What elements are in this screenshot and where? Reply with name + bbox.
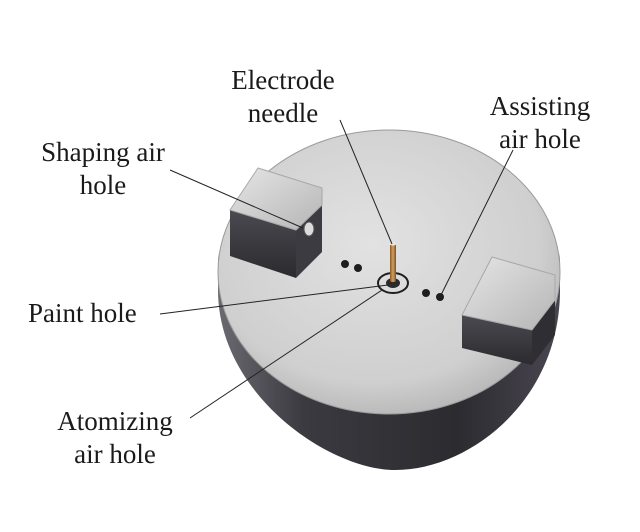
label-line: Paint hole (28, 298, 137, 328)
label-shaping-air-hole: Shaping air hole (28, 136, 178, 202)
shaping-air-hole-icon (303, 221, 315, 237)
label-line: Atomizing (57, 406, 173, 436)
leader-atomizing (189, 289, 383, 419)
label-line: Electrode (231, 65, 335, 95)
assisting-air-hole-icon (341, 260, 349, 268)
assisting-air-hole-icon (422, 289, 430, 297)
label-electrode-needle: Electrode needle (212, 64, 354, 130)
leader-shaping (169, 169, 304, 229)
label-atomizing-air-hole: Atomizing air hole (40, 405, 190, 471)
label-line: Assisting (489, 91, 591, 121)
assisting-air-hole-icon (354, 264, 362, 272)
electrode-needle-icon (390, 244, 396, 282)
label-line: Shaping air (41, 137, 165, 167)
label-line: air hole (74, 439, 156, 469)
shaping-block-right (461, 256, 556, 365)
nozzle-body-side (218, 250, 560, 470)
leader-paint (159, 284, 389, 315)
label-line: air hole (499, 124, 581, 154)
label-line: hole (79, 170, 127, 200)
leader-electrode (339, 119, 393, 245)
label-paint-hole: Paint hole (28, 297, 163, 330)
label-line: needle (247, 98, 319, 128)
shaping-block-left (229, 167, 323, 278)
leader-lines (159, 119, 514, 419)
leader-assisting (439, 149, 514, 298)
label-assisting-air-hole: Assisting air hole (470, 90, 610, 156)
paint-hole-icon (386, 278, 400, 288)
